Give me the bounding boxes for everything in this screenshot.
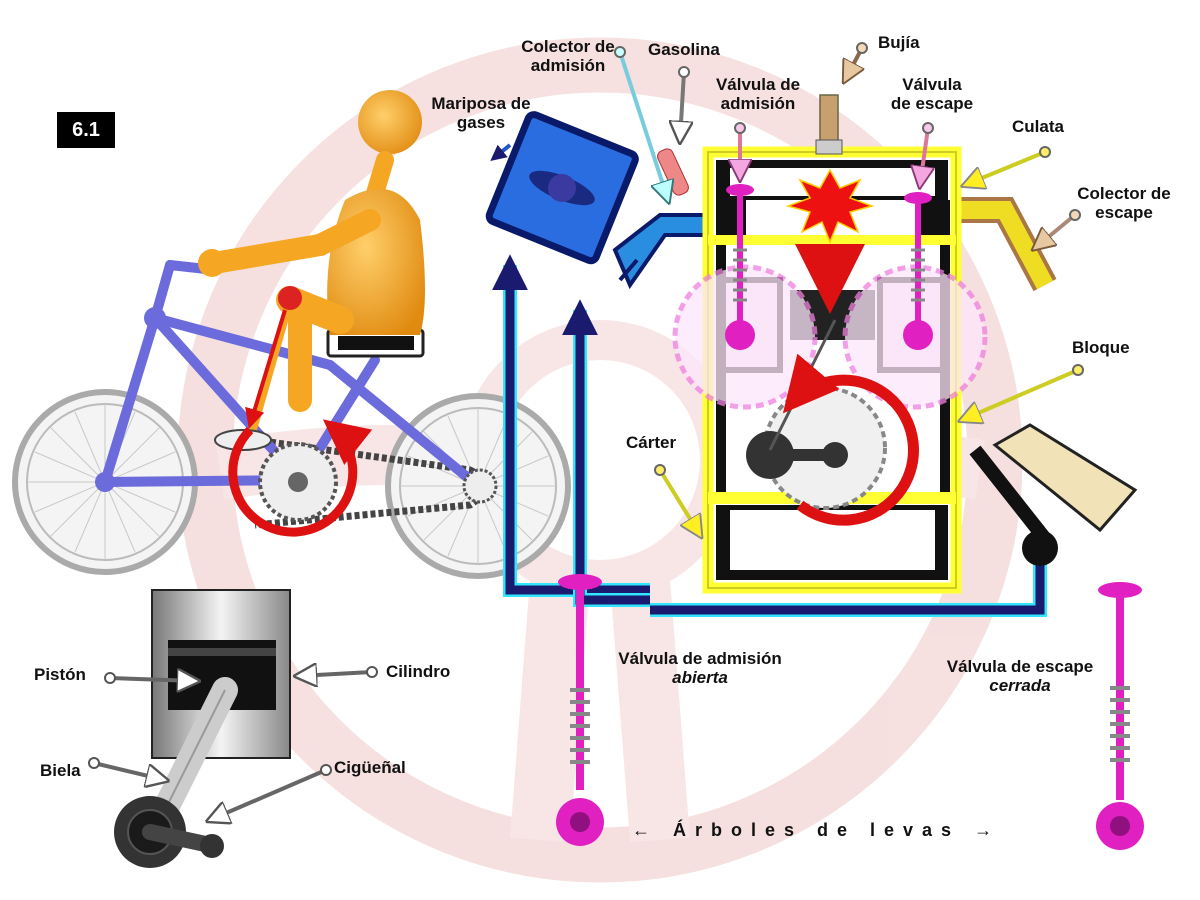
exhaust-valve-closed-illustration xyxy=(1096,582,1144,850)
label-cylinder-head: Culata xyxy=(1012,117,1064,136)
rider xyxy=(198,90,425,451)
label-arrows xyxy=(490,47,1079,535)
label-crankshaft: Cigüeñal xyxy=(334,758,406,777)
crank-rotation-arrow xyxy=(782,353,919,526)
figure-number-badge: 6.1 xyxy=(57,112,115,148)
label-connecting-rod: Biela xyxy=(40,761,81,780)
spark-plug xyxy=(815,94,843,155)
accelerator-pedal xyxy=(969,423,1138,566)
explosion-icon xyxy=(785,168,875,245)
crankshaft xyxy=(746,319,887,510)
label-gasoline: Gasolina xyxy=(648,40,720,59)
intake-valve-open-illustration xyxy=(556,574,604,846)
label-crankcase: Cárter xyxy=(626,433,677,452)
label-block: Bloque xyxy=(1072,338,1130,357)
label-piston: Pistón xyxy=(34,665,86,684)
label-camshafts: ← Árboles de levas → xyxy=(632,820,1002,840)
throttle-body xyxy=(485,111,639,265)
valves xyxy=(725,184,933,350)
piston-label-arrows xyxy=(93,672,373,820)
label-cylinder: Cilindro xyxy=(386,662,451,681)
exhaust-collector xyxy=(955,197,1057,292)
piston-illustration xyxy=(114,589,291,868)
label-spark-plug: Bujía xyxy=(878,33,920,52)
bicycle xyxy=(12,260,571,579)
bike-rotation-arrow xyxy=(228,419,373,537)
label-arrow-pins xyxy=(614,42,1084,476)
